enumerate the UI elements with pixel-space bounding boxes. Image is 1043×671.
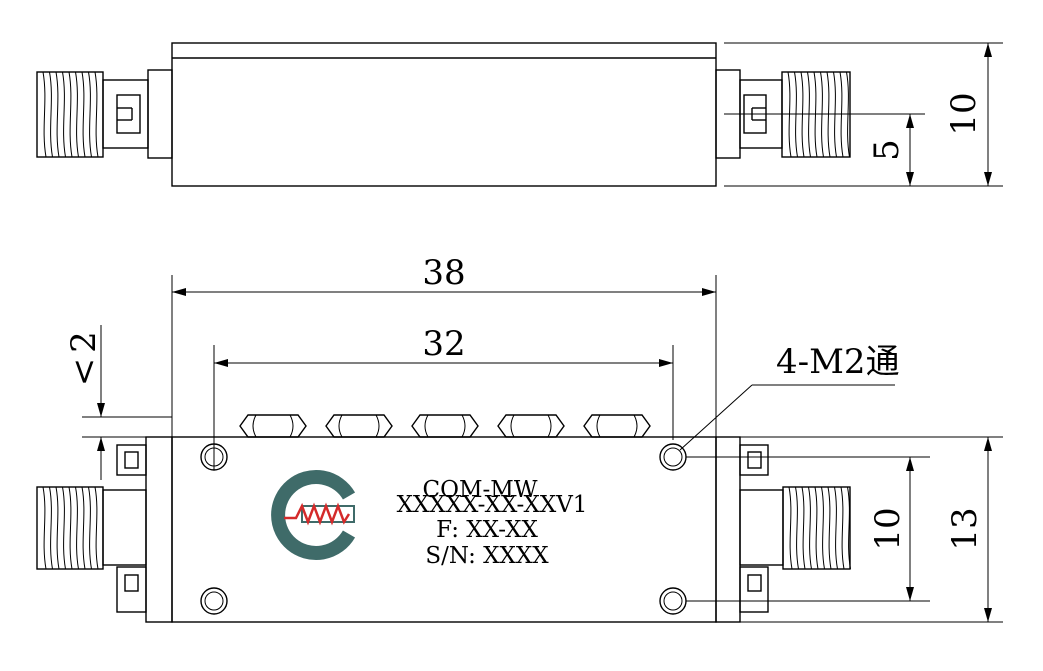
left-connector-top (36, 436, 173, 623)
side-view-body (171, 42, 717, 187)
thread-line (42, 486, 47, 570)
mount-hole-note: 4-M2通 (776, 342, 900, 382)
hex-nut (239, 414, 307, 438)
hex-nut-edge (633, 414, 638, 438)
right-connector-top (715, 436, 851, 623)
thread-line (94, 486, 99, 570)
hex-nut (583, 414, 651, 438)
thread-line (62, 486, 66, 570)
mount-hole (200, 587, 228, 615)
dim-body-width: 13 (945, 507, 985, 550)
thread-line (75, 71, 79, 158)
thread-line (814, 486, 819, 570)
left-connector-side (36, 69, 173, 159)
dim-height-total: 10 (944, 92, 984, 135)
hex-nut-edge (252, 414, 257, 438)
hex-nut-edge (375, 414, 380, 438)
thread-line (795, 486, 799, 570)
thread-line (81, 71, 86, 158)
thread-line (88, 486, 92, 570)
hex-nut-edge (510, 414, 515, 438)
label-frequency: F: XX-XX (436, 517, 538, 543)
thread-line (827, 486, 832, 570)
hex-nut (411, 414, 479, 438)
dim-hole-spacing-x: 32 (422, 324, 465, 364)
thread-line (68, 486, 73, 570)
thread-line (788, 486, 793, 570)
hex-nut-edge (547, 414, 552, 438)
thread-line (834, 486, 838, 570)
thread-line (75, 486, 79, 570)
side-view: 10 5 (36, 42, 1003, 187)
hex-nut-edge (338, 414, 343, 438)
thread-line (42, 71, 47, 158)
thread-line (847, 486, 851, 570)
nut-row (239, 414, 651, 438)
company-logo (271, 470, 356, 560)
label-part-number: XXXXX-XX-XXV1 (397, 492, 588, 518)
hex-nut-edge (289, 414, 294, 438)
thread-line (81, 486, 86, 570)
thread-line (68, 71, 73, 158)
thread-line (49, 71, 53, 158)
hex-nut-edge (596, 414, 601, 438)
thread-line (55, 71, 60, 158)
mount-hole (659, 587, 687, 615)
svg-text:<: < (64, 358, 104, 387)
hex-nut (325, 414, 393, 438)
hex-nut (497, 414, 565, 438)
thread-line (49, 486, 53, 570)
logo-wave (284, 502, 351, 526)
thread-line (821, 486, 825, 570)
thread-line (801, 486, 806, 570)
thread-line (808, 486, 812, 570)
dim-height-center: 5 (867, 139, 907, 161)
thread-line (94, 71, 99, 158)
dim-hole-spacing-y: 10 (868, 507, 908, 550)
dim-edge-offset: 2 (64, 331, 104, 353)
thread-line (840, 486, 845, 570)
hex-nut-edge (461, 414, 466, 438)
label-serial: S/N: XXXX (425, 543, 549, 569)
label-company: COM-MW (423, 477, 538, 503)
thread-line (88, 71, 92, 158)
dim-overall-length: 38 (422, 253, 465, 293)
hex-nut-edge (424, 414, 429, 438)
thread-line (62, 71, 66, 158)
thread-line (55, 486, 60, 570)
top-view: COM-MW XXXXX-XX-XXV1 F: XX-XX S/N: XXXX … (36, 253, 1003, 623)
